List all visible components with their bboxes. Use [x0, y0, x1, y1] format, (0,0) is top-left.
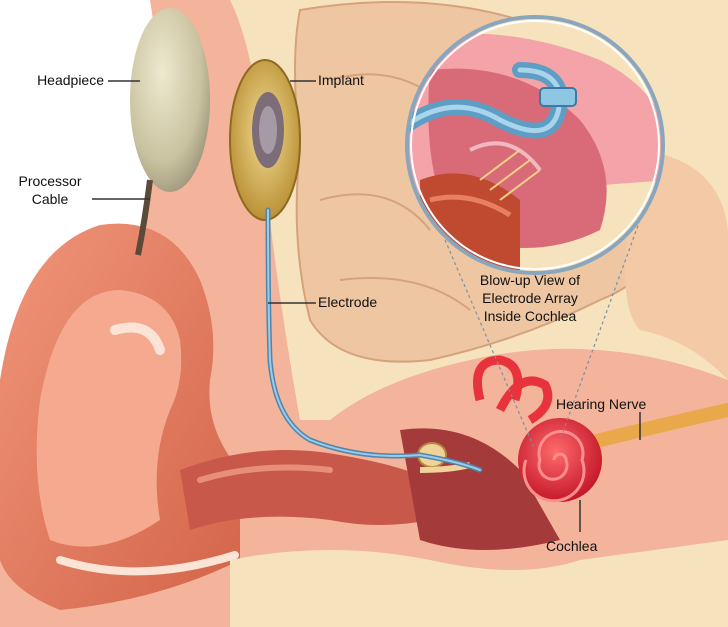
processor-cable-label-line1: Processor: [10, 173, 90, 190]
headpiece-shape: [130, 8, 210, 192]
blowup-label-line3: Inside Cochlea: [455, 308, 605, 325]
headpiece-label: Headpiece: [8, 72, 104, 89]
hearing-nerve-label: Hearing Nerve: [556, 396, 646, 413]
implant-label: Implant: [318, 72, 364, 89]
blowup-label-line1: Blow-up View of: [455, 272, 605, 289]
electrode-label: Electrode: [318, 294, 377, 311]
processor-cable-label-line2: Cable: [10, 191, 90, 208]
blowup-label-line2: Electrode Array: [455, 290, 605, 307]
cochlea-label: Cochlea: [546, 538, 597, 555]
